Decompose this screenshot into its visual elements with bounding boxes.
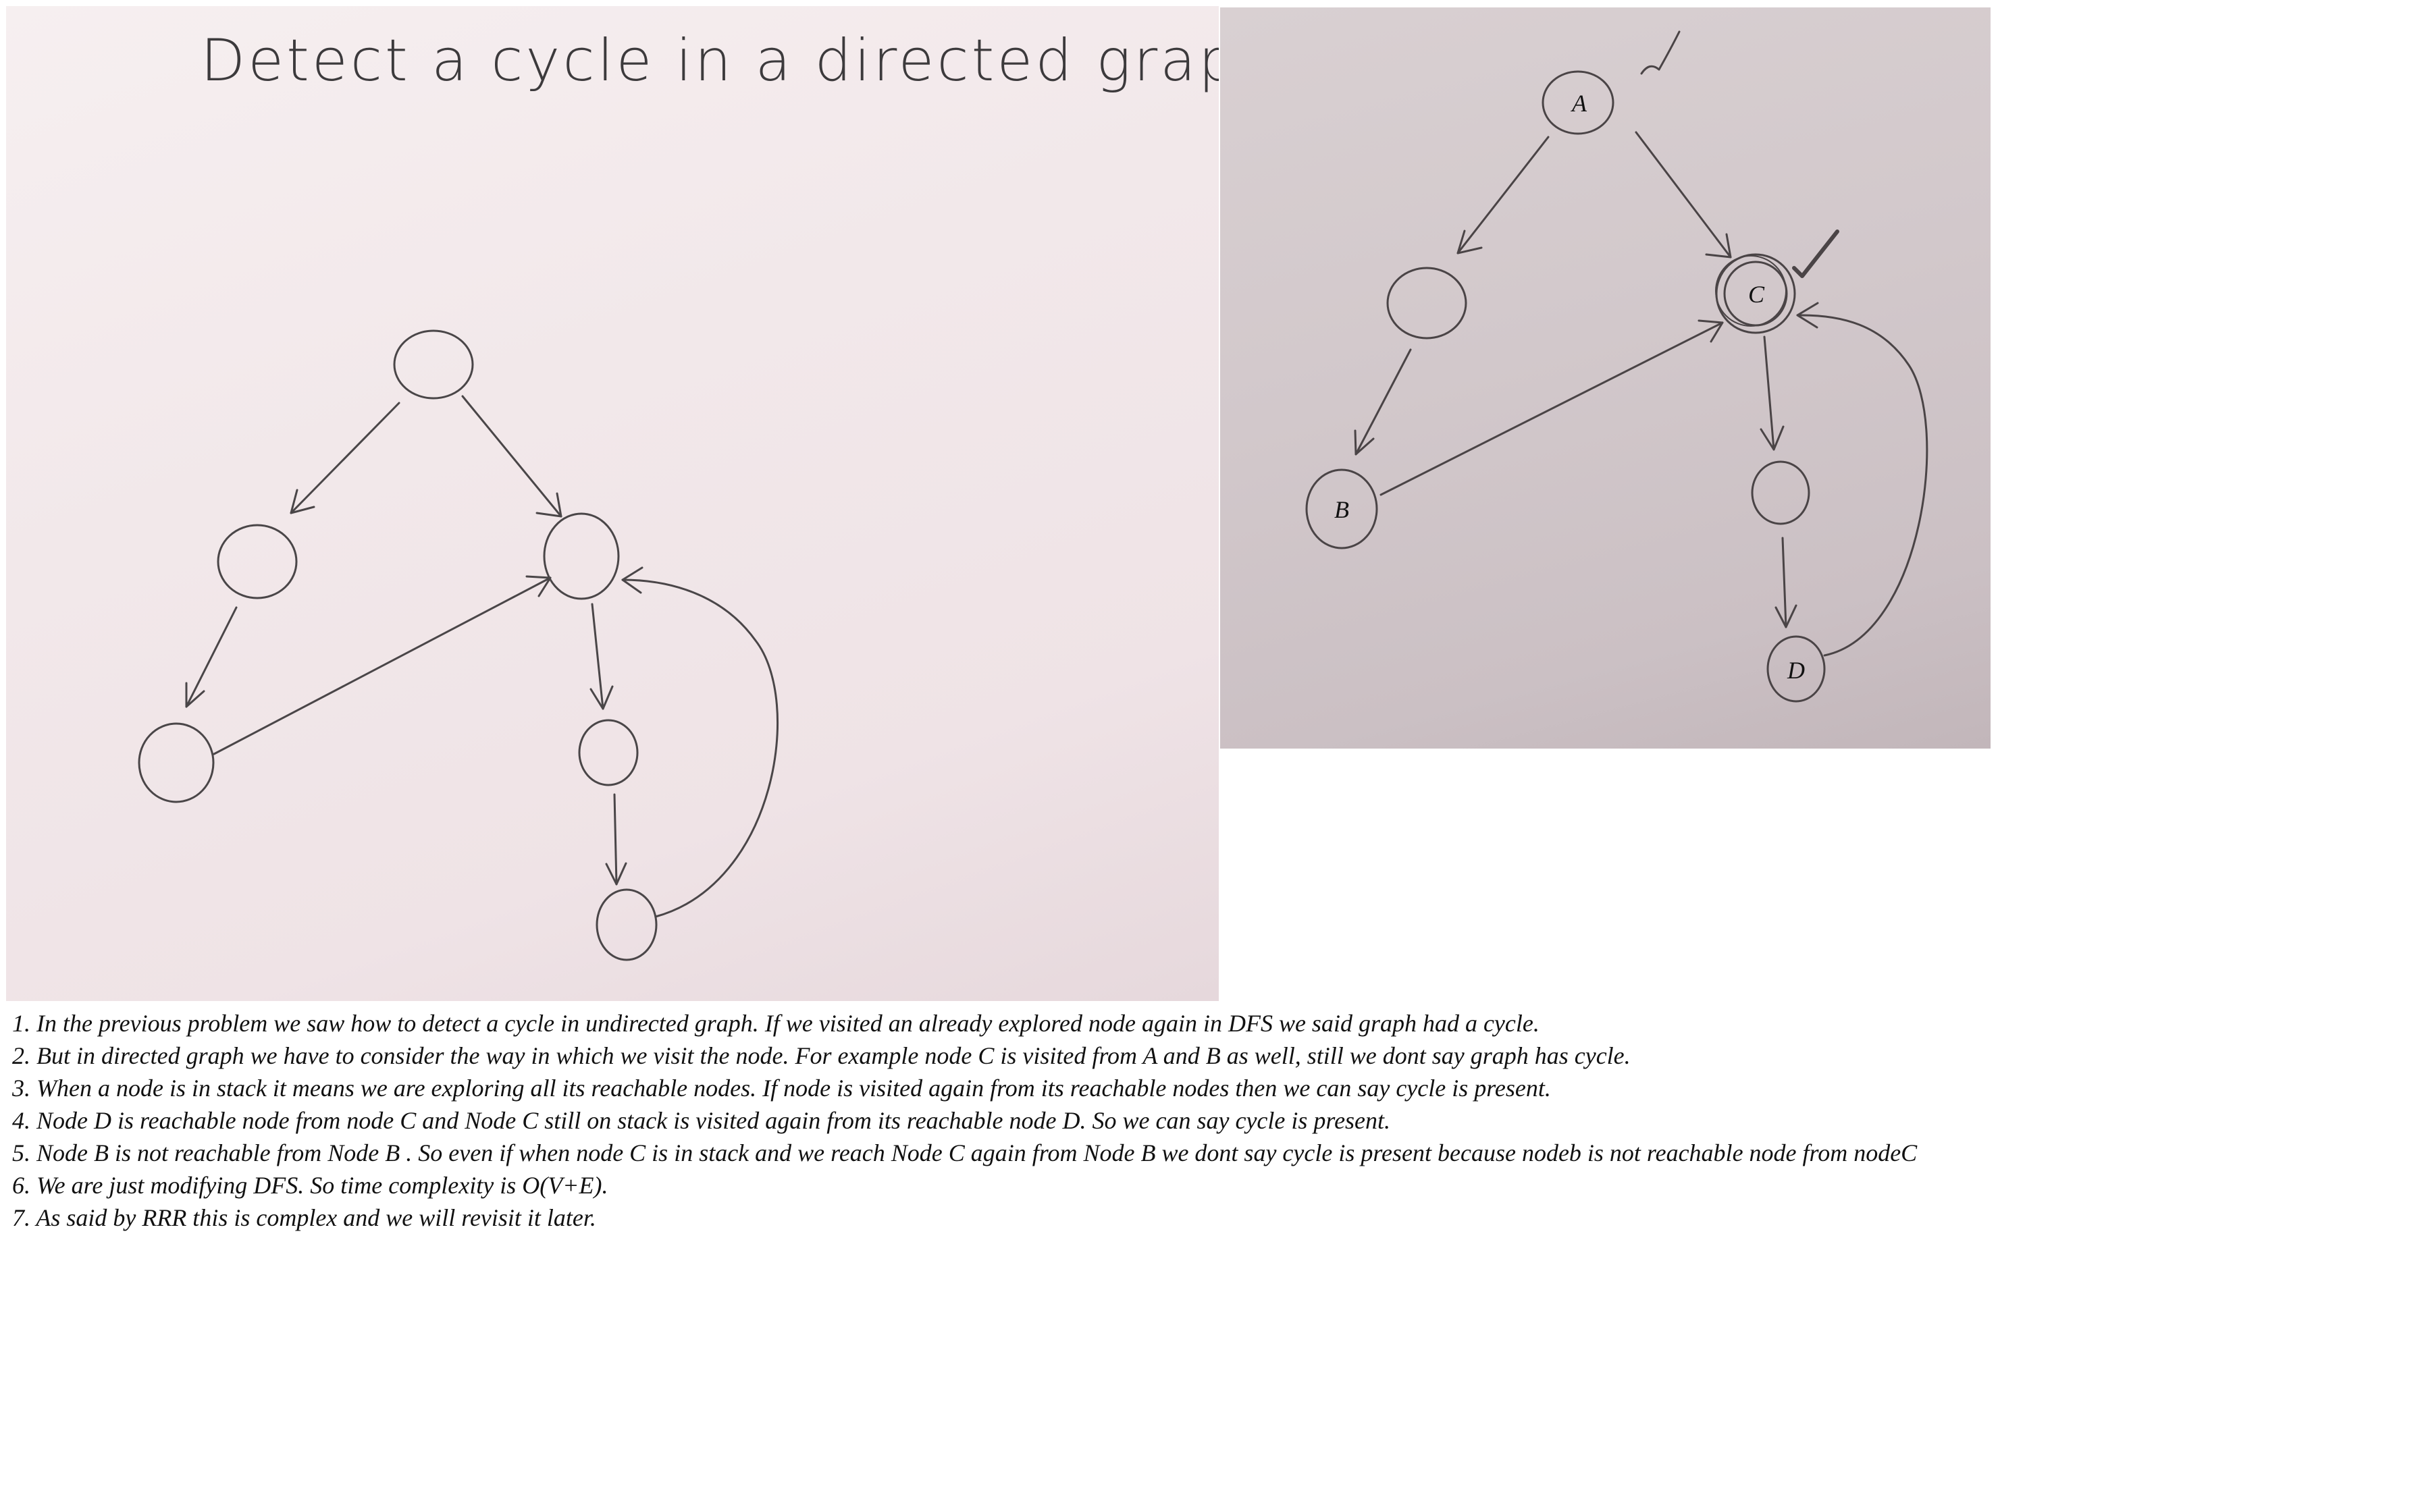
graph-node-right — [543, 512, 620, 600]
edge-root-to-left — [290, 402, 400, 514]
edge-middle-to-bottom — [605, 793, 627, 886]
edge-d-to-c-cycle — [1796, 302, 1928, 657]
graph-node-middle — [1751, 460, 1810, 525]
graph-node-d — [1766, 635, 1826, 703]
edge-right-to-middle — [589, 603, 614, 710]
whiteboard-image-unlabeled-graph: Detect a cycle in a directed graph. — [6, 6, 1219, 1001]
graph-node-c-scribble — [1715, 255, 1787, 327]
graph-node-a — [1542, 70, 1614, 135]
check-mark-a — [1640, 30, 1681, 75]
edge-left-to-bottom-left — [185, 606, 238, 708]
check-mark-c — [1792, 230, 1839, 278]
note-item: 7. As said by RRR this is complex and we… — [12, 1204, 596, 1231]
note-item: 6. We are just modifying DFS. So time co… — [12, 1172, 608, 1199]
edge-a-to-c — [1635, 131, 1732, 259]
edge-middle-to-d — [1774, 537, 1797, 628]
edge-bottom-left-to-right — [213, 575, 552, 755]
edge-bottom-to-right-cycle — [621, 566, 779, 918]
note-item: 3. When a node is in stack it means we a… — [12, 1075, 1551, 1102]
graph-node-left — [217, 524, 298, 599]
graph-node-root — [393, 329, 474, 400]
node-label-c: C — [1748, 281, 1765, 308]
note-item: 4. Node D is reachable node from node C … — [12, 1107, 1391, 1134]
note-item: 2. But in directed graph we have to cons… — [12, 1042, 1631, 1069]
whiteboard-title: Detect a cycle in a directed graph. — [201, 27, 1219, 94]
graph-node-bottom-left — [138, 722, 215, 803]
edge-a-to-left — [1456, 136, 1550, 254]
edge-root-to-right — [461, 395, 562, 518]
graph-drawing-unlabeled: Detect a cycle in a directed graph. — [138, 27, 1219, 961]
edge-left-to-b — [1354, 348, 1412, 456]
node-label-d: D — [1787, 657, 1805, 684]
explanation-notes: 1. In the previous problem we saw how to… — [12, 1007, 2402, 1234]
node-label-b: B — [1334, 496, 1349, 523]
graph-node-left — [1386, 267, 1467, 340]
graph-node-middle — [578, 719, 639, 786]
edge-c-to-middle — [1760, 335, 1785, 451]
graph-node-b — [1305, 468, 1378, 549]
note-item: 1. In the previous problem we saw how to… — [12, 1010, 1540, 1037]
whiteboard-image-labeled-graph: A C B D — [1220, 7, 1991, 749]
graph-drawing-labeled: A C B D — [1305, 30, 1928, 703]
node-label-a: A — [1571, 90, 1587, 117]
edge-b-to-c — [1379, 319, 1724, 496]
graph-node-bottom — [596, 888, 658, 961]
note-item: 5. Node B is not reachable from Node B .… — [12, 1139, 1918, 1166]
